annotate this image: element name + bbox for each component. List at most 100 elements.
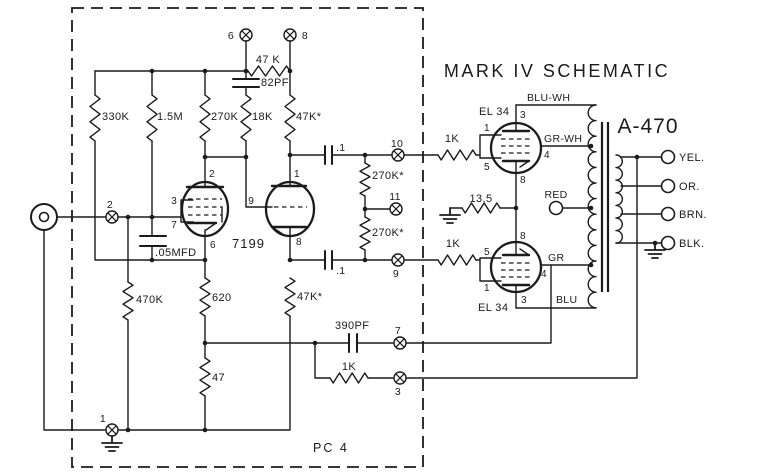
junction-dot (202, 427, 208, 433)
ground-input-icon (101, 435, 123, 452)
label-r18k: 18K (252, 111, 273, 123)
red-lead-terminal (548, 200, 564, 216)
pin-7199-7: 7 (171, 220, 177, 231)
junction-dot (149, 68, 155, 74)
resistor-1k-feedback (329, 372, 369, 384)
terminal-9-cross-icon (393, 255, 403, 265)
generated-symbols (89, 28, 666, 452)
resistor-270kstar-lower (359, 216, 371, 251)
label-c01-lower: .1 (336, 265, 345, 277)
tube-el34-upper (479, 104, 543, 175)
el34-upper-grids (501, 138, 531, 154)
capacitor-390pf (348, 333, 358, 353)
terminal-6-cross-icon (241, 30, 251, 40)
junction-dot (287, 68, 293, 74)
pentode-cathode-stem (204, 222, 217, 261)
input-jack (30, 203, 58, 231)
output-terminal-or (660, 178, 676, 194)
pin-7199-3: 3 (171, 196, 177, 207)
output-terminal-yel (660, 149, 676, 165)
junction-dot (634, 154, 640, 160)
capacitor-05mfd (139, 235, 167, 247)
junction-dot (362, 206, 368, 212)
label-terminal-3: 3 (395, 386, 401, 398)
schematic-title: MARK IV SCHEMATIC (444, 61, 670, 81)
capacitor-0-1-lower (324, 250, 333, 270)
pin-el34-lower-1: 1 (484, 283, 490, 294)
label-r1-5m: 1.5M (157, 111, 183, 123)
label-out-brn: BRN. (679, 209, 707, 221)
label-tube-7199: 7199 (232, 236, 265, 251)
pin-7199-8: 8 (296, 237, 302, 248)
el34-lower-cathode-hook (519, 248, 530, 256)
wire-feedback-390pf (204, 264, 552, 344)
output-terminal-blk (660, 235, 676, 251)
label-out-blk: BLK. (679, 238, 704, 250)
output-terminal-brn (660, 206, 676, 222)
label-c01-upper: .1 (336, 142, 345, 154)
resistor-1k-grid-lower (437, 254, 477, 266)
wire-330k-cathode-line (94, 70, 206, 261)
label-lead-blu-wh: BLU-WH (527, 92, 570, 104)
wire-ground-rail (43, 229, 291, 431)
label-lead-gr-wh: GR-WH (544, 133, 582, 145)
label-r1k-lower: 1K (446, 238, 461, 250)
label-terminal-10: 10 (391, 138, 403, 150)
resistor-18k (240, 94, 252, 142)
label-terminal-7: 7 (395, 325, 401, 337)
pin-7199-6: 6 (210, 240, 216, 251)
labels: MARK IV SCHEMATIC PC 4 A-470 330K 1.5M 2… (100, 30, 707, 455)
pc4-board-outline (71, 7, 424, 468)
junction-dot (202, 340, 208, 346)
capacitor-82pf (232, 78, 260, 88)
label-terminal-11: 11 (389, 191, 401, 203)
junction-dot (125, 427, 131, 433)
label-c390pf: 390PF (335, 320, 369, 332)
pin-7199-9: 9 (248, 196, 254, 207)
label-el34-upper: EL 34 (479, 106, 509, 118)
el34-upper-grid-bracket (479, 134, 502, 159)
label-r330k: 330K (102, 111, 130, 123)
pin-7199-2: 2 (209, 169, 215, 180)
label-terminal-8: 8 (302, 30, 308, 42)
junction-dot (125, 214, 131, 220)
label-c05mfd: .05MFD (155, 247, 197, 259)
label-terminal-9: 9 (393, 268, 399, 280)
junction-dot (243, 68, 249, 74)
label-r47: 47 (212, 372, 225, 384)
pin-el34-upper-8: 8 (520, 175, 526, 186)
junction-dot (149, 214, 155, 220)
junction-dot (588, 143, 594, 149)
junction-dot (362, 152, 368, 158)
resistor-620 (199, 277, 211, 317)
pentode-grids (188, 198, 222, 216)
transformer-core (600, 122, 610, 292)
pin-el34-lower-5: 5 (484, 247, 490, 258)
resistor-13-5-bias (461, 202, 501, 214)
junction-dot (202, 68, 208, 74)
triode-cathode-stem (271, 226, 291, 261)
transformer-model-label: A-470 (617, 115, 678, 138)
resistor-270kstar-upper (359, 162, 371, 197)
label-lead-red: RED (544, 189, 567, 201)
junction-dot (202, 257, 208, 263)
resistor-47kstar-plate (284, 94, 296, 142)
capacitor-0-1-upper (324, 145, 333, 165)
terminal-8-cross-icon (285, 30, 295, 40)
transformer-secondary-coil (615, 154, 623, 244)
junction-dot (202, 154, 208, 160)
resistor-47 (199, 357, 211, 397)
label-out-or: OR. (679, 181, 700, 193)
label-r270kstar-upper: 270K* (372, 170, 404, 182)
resistor-47k-supply (247, 65, 291, 77)
ground-output-icon (644, 242, 666, 259)
wire-18k-coupling-chain (204, 70, 273, 208)
output-transformer (548, 104, 676, 309)
label-terminal-2: 2 (107, 199, 113, 211)
label-r13-5: 13.5 (469, 193, 492, 205)
label-r270kstar-lower: 270K* (372, 227, 404, 239)
label-lead-blu: BLU (556, 294, 577, 306)
resistor-47kstar-cathode (284, 277, 296, 317)
